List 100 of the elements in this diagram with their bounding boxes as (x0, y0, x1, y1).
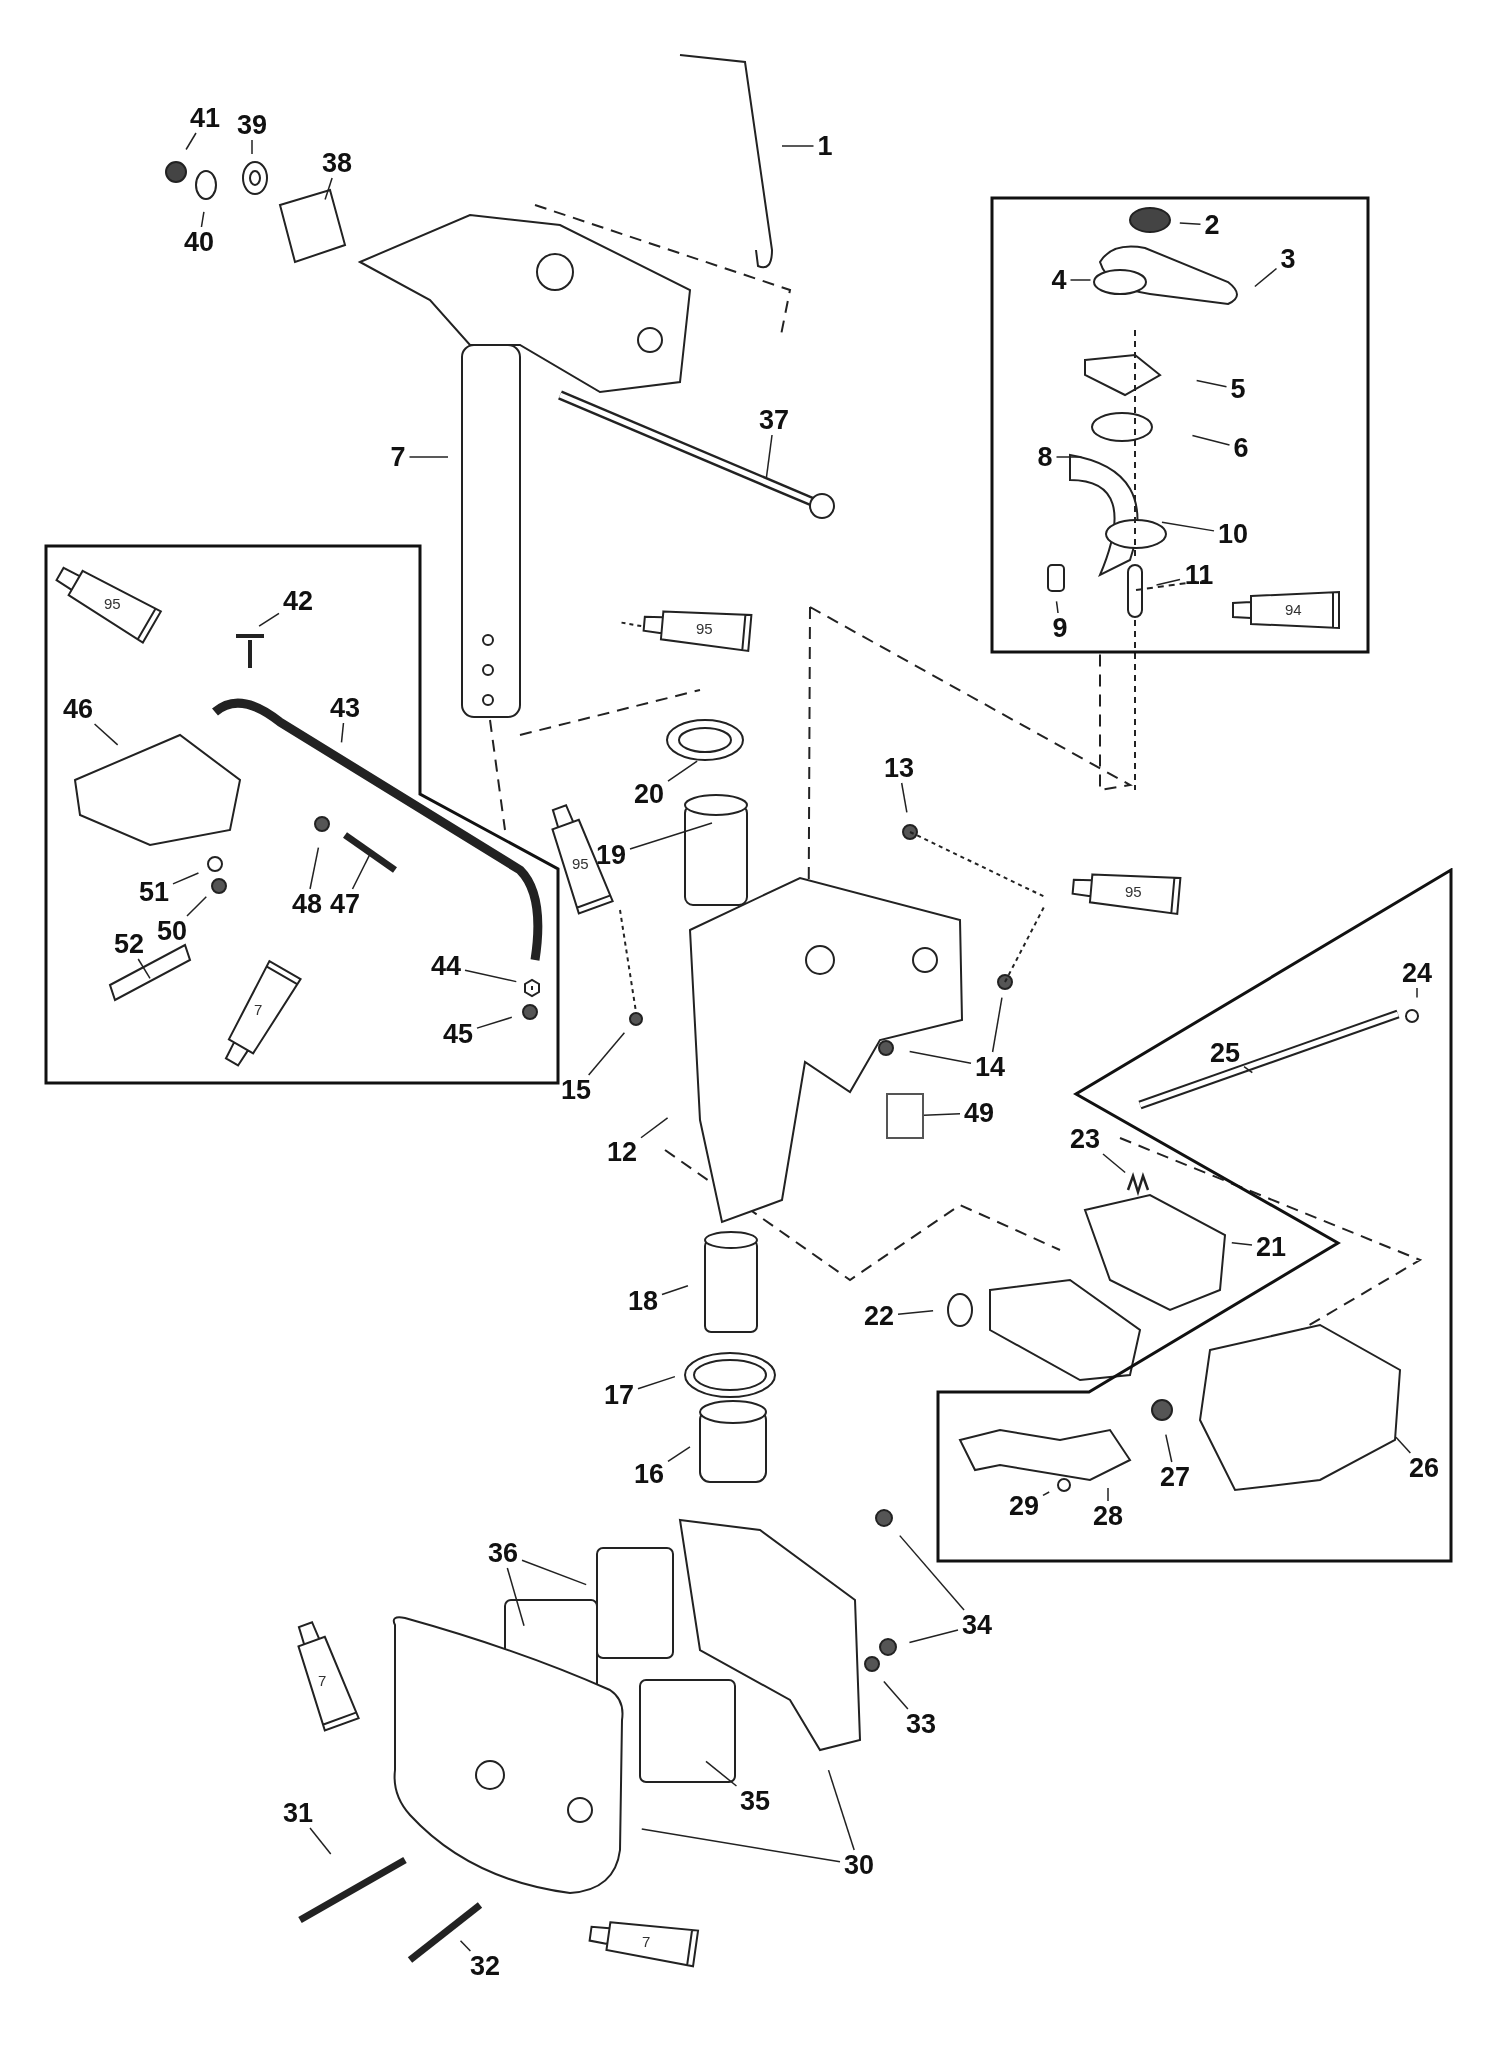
leader-line (641, 1828, 841, 1863)
leader-line (827, 1769, 855, 1851)
leader-line (640, 1117, 669, 1139)
callout-number: 34 (958, 1610, 996, 1640)
leader-line (1179, 222, 1202, 225)
callout-number: 30 (840, 1850, 878, 1880)
tube-label: 95 (572, 856, 589, 871)
leader-line (459, 1940, 472, 1952)
callout-number: 15 (557, 1075, 595, 1105)
tube-label: 7 (642, 1934, 651, 1949)
callout-number: 17 (600, 1380, 638, 1410)
leader-line (1102, 1153, 1126, 1174)
leader-line (1155, 578, 1181, 586)
callout-number: 7 (386, 442, 410, 472)
leader-line (1161, 521, 1215, 532)
callout-number: 38 (318, 148, 356, 178)
leader-line (781, 145, 815, 147)
callout-number: 3 (1276, 244, 1300, 274)
leader-line (897, 1310, 934, 1315)
leader-line (1231, 1242, 1253, 1246)
leader-line (186, 896, 207, 917)
leader-line (258, 612, 280, 627)
callout-number: 44 (427, 951, 465, 981)
leader-line (667, 1446, 691, 1463)
leader-line (185, 132, 197, 151)
leader-line (899, 1534, 965, 1611)
callout-number: 9 (1048, 613, 1072, 643)
leader-line (667, 760, 698, 782)
callout-number: 27 (1156, 1462, 1194, 1492)
leader-line (1042, 1491, 1050, 1497)
leader-line (1165, 1433, 1173, 1463)
leader-line (340, 722, 345, 744)
callout-number: 36 (484, 1538, 522, 1568)
leader-line (309, 1827, 332, 1855)
leader-line (476, 1016, 513, 1029)
leader-line (587, 1032, 626, 1076)
leader-line (1107, 1487, 1109, 1502)
part-square (886, 1093, 924, 1139)
leader-line (521, 1559, 587, 1586)
leader-line (923, 1113, 961, 1116)
leader-line (661, 1285, 689, 1296)
leader-line (324, 177, 333, 201)
callout-number: 8 (1033, 442, 1057, 472)
callout-number: 31 (279, 1798, 317, 1828)
leader-line (991, 997, 1003, 1053)
callout-number: 13 (880, 753, 918, 783)
callout-number: 52 (110, 929, 148, 959)
leader-line (309, 846, 320, 890)
callout-number: 39 (233, 110, 271, 140)
callout-number: 14 (971, 1052, 1009, 1082)
callout-number: 12 (603, 1137, 641, 1167)
tube-label: 95 (1125, 884, 1142, 899)
callout-number: 6 (1229, 433, 1253, 463)
callout-number: 18 (624, 1286, 662, 1316)
callout-number: 48 (288, 889, 326, 919)
leader-line (172, 872, 200, 885)
leader-line (629, 822, 713, 850)
tube-label: 7 (318, 1673, 327, 1688)
callout-number: 20 (630, 779, 668, 809)
callout-number: 40 (180, 227, 218, 257)
callout-number: 28 (1089, 1501, 1127, 1531)
callout-number: 23 (1066, 1124, 1104, 1154)
leader-line (1195, 379, 1228, 388)
leader-line (1243, 1065, 1254, 1074)
callout-number: 16 (630, 1459, 668, 1489)
callout-number: 5 (1226, 374, 1250, 404)
leader-line (1254, 267, 1278, 288)
leader-line (1416, 987, 1418, 999)
callout-number: 50 (153, 916, 191, 946)
callout-number: 21 (1252, 1232, 1290, 1262)
callout-number: 49 (960, 1098, 998, 1128)
callout-number: 32 (466, 1951, 504, 1981)
leader-line (1055, 456, 1083, 458)
callout-number: 29 (1005, 1491, 1043, 1521)
leader-line (1191, 434, 1231, 446)
callout-number: 42 (279, 586, 317, 616)
leader-line (251, 139, 253, 155)
callout-number: 24 (1398, 958, 1436, 988)
callout-number: 26 (1405, 1453, 1443, 1483)
callout-number: 35 (736, 1786, 774, 1816)
leader-line (1055, 600, 1059, 614)
leader-line (908, 1629, 959, 1644)
callout-number: 11 (1180, 560, 1218, 590)
callout-number: 46 (59, 694, 97, 724)
callout-number: 41 (186, 103, 224, 133)
leader-line (637, 1375, 676, 1390)
tube-label: 94 (1285, 602, 1302, 617)
leader-line (883, 1680, 909, 1710)
callout-number: 47 (326, 889, 364, 919)
leader-line (506, 1567, 525, 1627)
callout-number: 37 (755, 405, 793, 435)
callout-number: 1 (813, 131, 837, 161)
callout-number: 51 (135, 877, 173, 907)
callout-number: 22 (860, 1301, 898, 1331)
tube-label: 95 (104, 596, 121, 611)
callout-number: 2 (1200, 210, 1224, 240)
leader-line (200, 211, 205, 228)
leader-line (137, 958, 151, 980)
callout-number: 10 (1214, 519, 1252, 549)
leader-line (93, 723, 119, 746)
